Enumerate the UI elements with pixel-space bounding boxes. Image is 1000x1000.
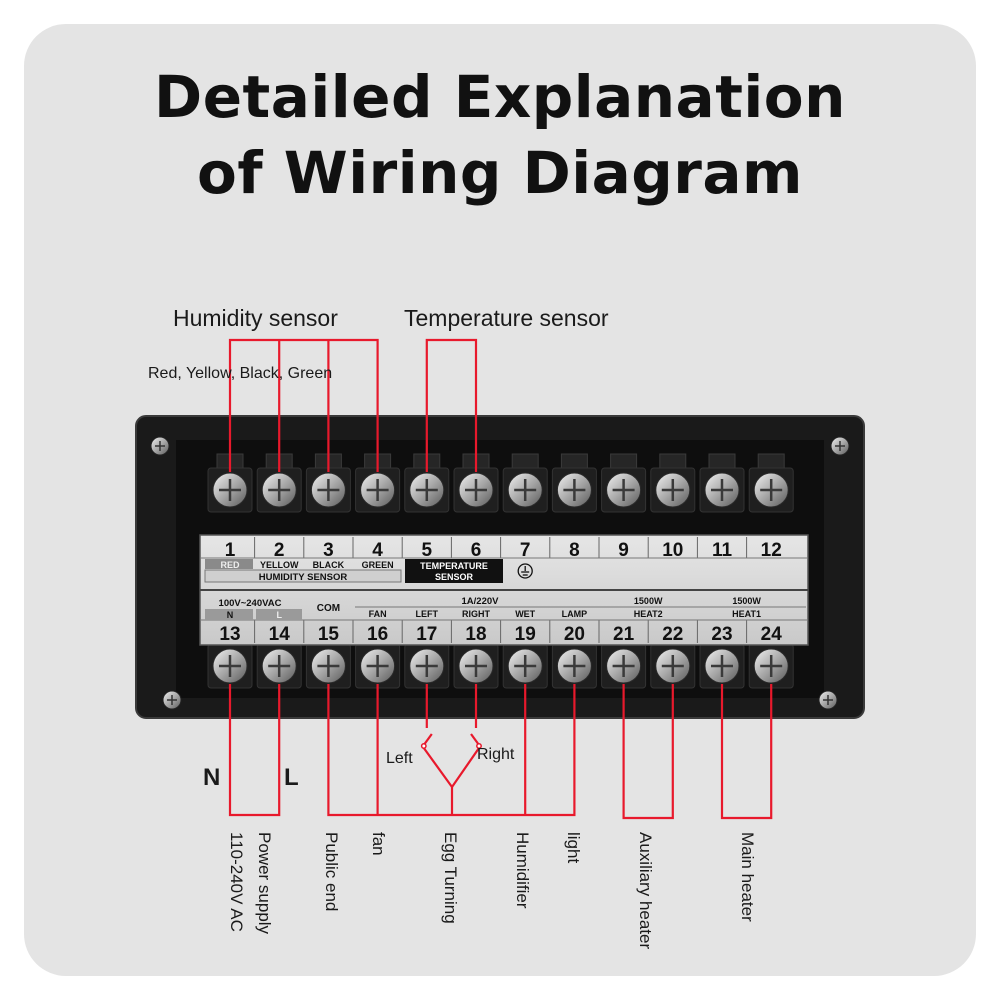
- turning-left-label: Left: [386, 750, 413, 767]
- turning-switch: [470, 733, 480, 746]
- humidity-sensor-label: Humidity sensor: [173, 305, 338, 331]
- terminal-number: 13: [219, 624, 240, 645]
- terminal-number: 10: [662, 540, 683, 561]
- light-label: light: [564, 832, 583, 864]
- terminal-number: 8: [569, 540, 580, 561]
- heat2-text: HEAT2: [634, 609, 663, 619]
- fan-text: FAN: [369, 609, 387, 619]
- humidity-group-text: HUMIDITY SENSOR: [259, 572, 348, 583]
- power-wire: [228, 684, 281, 817]
- terminal-number: 24: [761, 624, 783, 645]
- n-tag: [205, 609, 253, 620]
- terminal-number: 22: [662, 624, 683, 645]
- terminal-number: 14: [269, 624, 291, 645]
- turning-switch: [422, 747, 480, 789]
- power-supply-label: Power supply: [255, 832, 274, 935]
- terminal-number: 7: [520, 540, 531, 561]
- heat1-power-text: 1500W: [732, 596, 761, 606]
- bottom-terminal-row: [207, 643, 794, 689]
- temperature-group-text: TEMPERATURE: [420, 561, 488, 571]
- terminal-number: 20: [564, 624, 585, 645]
- humidifier-label: Humidifier: [513, 832, 532, 909]
- terminal-number: 17: [416, 624, 437, 645]
- switch-contact: [420, 743, 427, 749]
- humidity-group-bar: [204, 569, 402, 583]
- temperature-group-bar: [405, 559, 503, 583]
- auxiliary-heater-label: Auxiliary heater: [636, 832, 655, 950]
- l-text: L: [276, 610, 282, 620]
- terminal-number: 1: [225, 540, 236, 561]
- terminal-number: 18: [465, 624, 486, 645]
- heat1-text: HEAT1: [732, 609, 761, 619]
- turning-switch: [422, 733, 433, 746]
- voltage-text: 100V~240VAC: [219, 598, 282, 609]
- wire-color-tag: YELLOW: [260, 560, 299, 570]
- title-line-2: of Wiring Diagram: [197, 139, 803, 207]
- red-tag: [205, 559, 253, 569]
- wire-color-tag: GREEN: [362, 560, 394, 570]
- temperature-sensor-wire: [425, 338, 478, 472]
- terminal-number: 3: [323, 540, 334, 561]
- sensor-colors-label: Red, Yellow, Black, Green: [148, 365, 333, 382]
- wire-color-tag: BLACK: [313, 560, 345, 570]
- terminal-number: 6: [471, 540, 482, 561]
- live-label: L: [284, 764, 299, 791]
- supply-voltage-label: 110-240V AC: [227, 832, 246, 932]
- turning-right-label: Right: [477, 746, 515, 763]
- terminal-number: 12: [761, 540, 782, 561]
- wet-text: WET: [515, 609, 535, 619]
- terminal-number: 21: [613, 624, 635, 645]
- main-heater-label: Main heater: [738, 832, 757, 922]
- terminal-number: 16: [367, 624, 388, 645]
- wires: [228, 338, 773, 820]
- ground-icon: [517, 563, 533, 579]
- terminal-number: 11: [712, 540, 733, 561]
- left-text: LEFT: [416, 609, 439, 619]
- fan-label: fan: [369, 832, 388, 856]
- l-tag: [256, 609, 302, 620]
- terminal-number: 2: [274, 540, 285, 561]
- current-text: 1A/220V: [462, 596, 500, 607]
- terminal-number: 5: [422, 540, 433, 561]
- main-heater-wire: [720, 684, 773, 820]
- top-terminal-row: [207, 453, 794, 513]
- humidity-sensor-wire: [228, 338, 379, 472]
- lamp-text: LAMP: [562, 609, 588, 619]
- com-text: COM: [317, 603, 340, 614]
- temperature-sensor-label: Temperature sensor: [404, 305, 609, 331]
- wire-color-tag: RED: [220, 560, 240, 570]
- aux-heater-wire: [622, 684, 674, 820]
- right-text: RIGHT: [462, 609, 491, 619]
- terminal-number: 9: [618, 540, 629, 561]
- mounting-screws: [150, 436, 850, 710]
- heat2-power-text: 1500W: [634, 596, 663, 606]
- egg-turning-label: Egg Turning: [441, 832, 460, 924]
- title-line-1: Detailed Explanation: [154, 63, 846, 131]
- public-end-label: Public end: [322, 832, 341, 912]
- terminal-number: 4: [372, 540, 383, 561]
- terminal-number: 15: [318, 624, 340, 645]
- terminal-number: 19: [515, 624, 536, 645]
- neutral-label: N: [203, 764, 221, 791]
- n-text: N: [227, 610, 234, 620]
- terminal-number: 23: [711, 624, 732, 645]
- temperature-group-text: SENSOR: [435, 572, 474, 582]
